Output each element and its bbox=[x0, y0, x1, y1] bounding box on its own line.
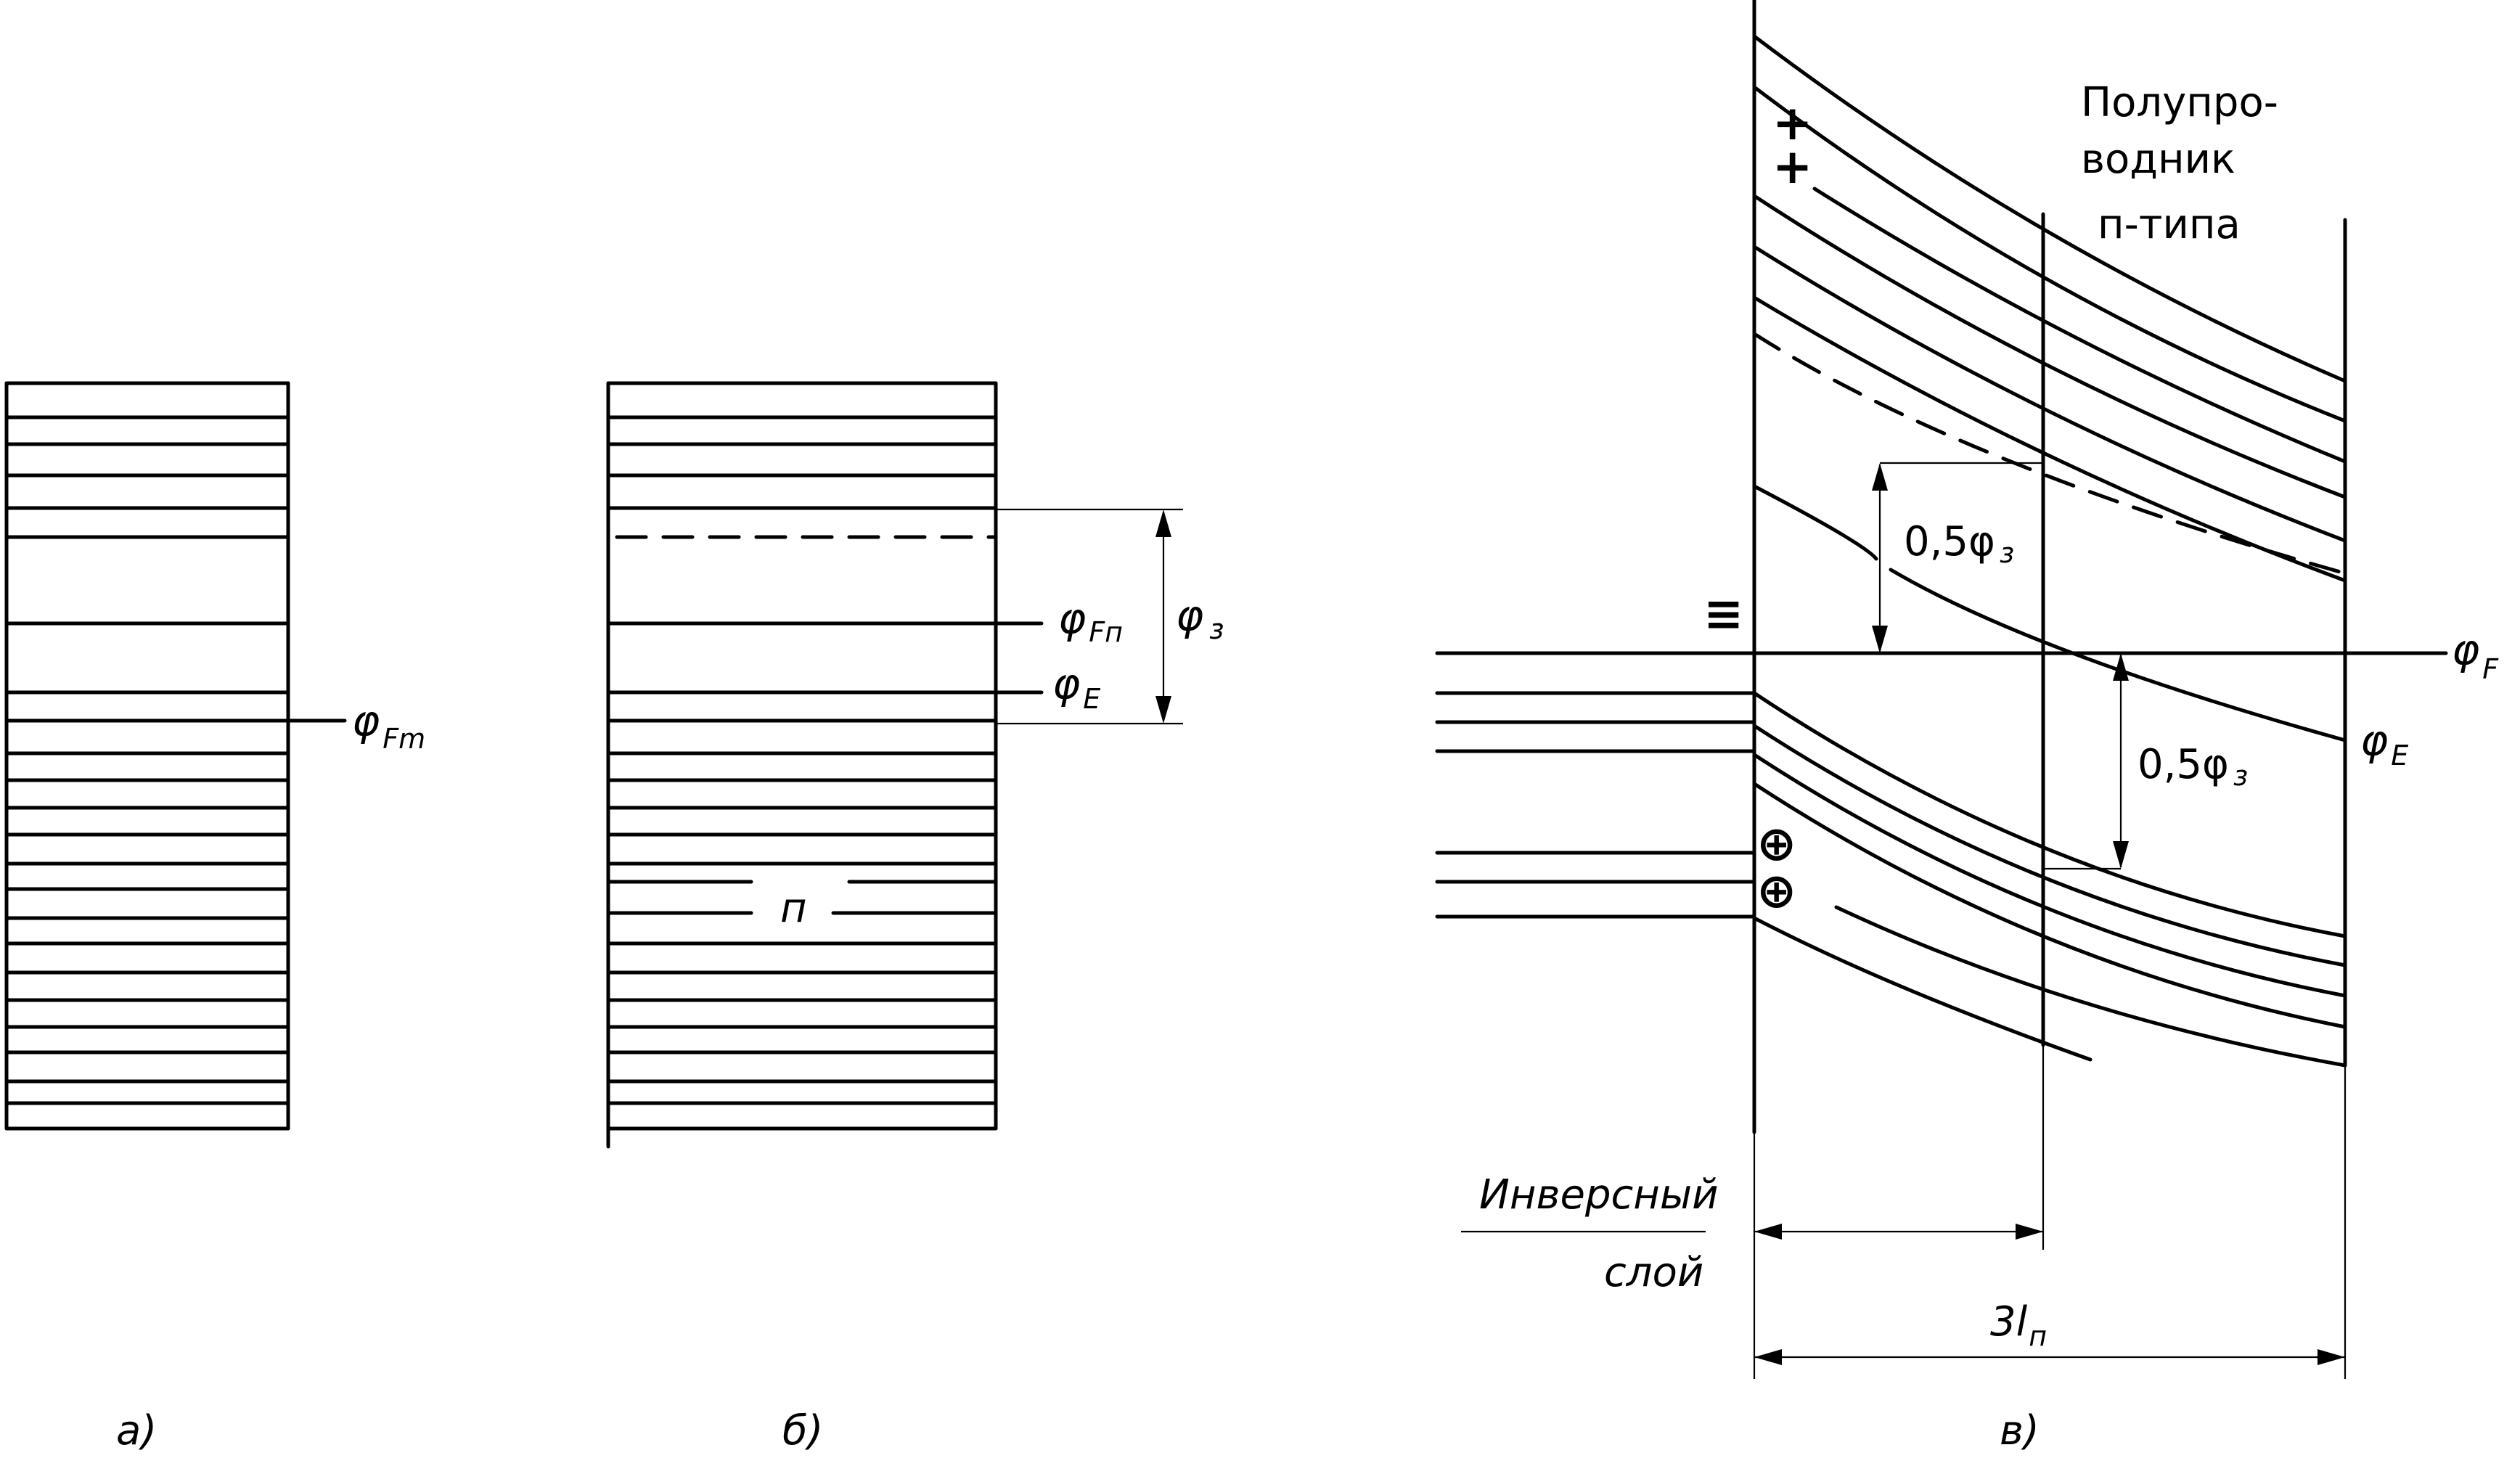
inverse-layer-label-2: слой bbox=[1604, 1249, 1703, 1296]
semiconductor-label-line-3: п-типа bbox=[2098, 201, 2241, 248]
n-type-label: п bbox=[780, 885, 807, 932]
panel-a-caption: а) bbox=[116, 1407, 157, 1454]
hole-charge-2: ⊕ bbox=[1756, 863, 1796, 919]
inverse-layer-label-1: Инверсный bbox=[1479, 1171, 1719, 1219]
plus-charge-2: + bbox=[1772, 139, 1812, 195]
semiconductor-label-line-2: водник bbox=[2081, 136, 2235, 183]
hole-charge-1: ⊕ bbox=[1756, 816, 1796, 872]
panel-v-caption: в) bbox=[2000, 1407, 2040, 1454]
panel-a-metal-bands bbox=[4, 381, 347, 1131]
dimension-label: 3lп bbox=[1990, 1298, 2047, 1352]
panel-b-semiconductor-bands bbox=[606, 381, 1183, 1149]
semiconductor-label-line-1: Полупро- bbox=[2081, 79, 2278, 126]
plus-charge-1: + bbox=[1772, 95, 1812, 151]
electron-charge-symbol: ≡ bbox=[1703, 586, 1743, 642]
panel-v-mis-structure bbox=[1435, 0, 2448, 1379]
panel-b-caption: б) bbox=[782, 1407, 823, 1454]
